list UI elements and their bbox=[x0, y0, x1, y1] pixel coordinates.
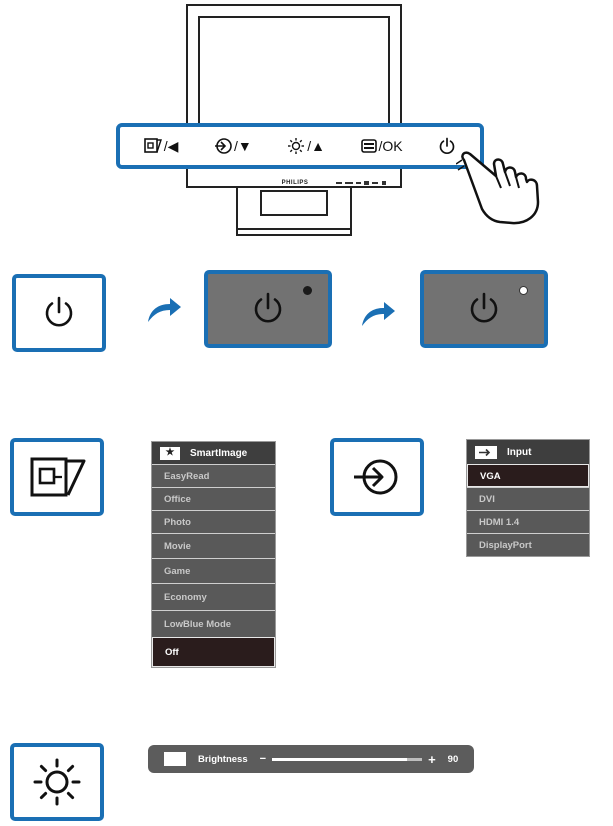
power-icon bbox=[45, 296, 73, 327]
monitor-button-strip: /◀ /▼ /▲ /OK bbox=[116, 123, 484, 169]
smartimage-option[interactable]: Economy bbox=[152, 583, 275, 610]
power-led-on bbox=[519, 286, 528, 295]
smartimage-menu: ★ SmartImage EasyRead Office Photo Movie… bbox=[151, 441, 276, 668]
smartimage-left-button[interactable]: /◀ bbox=[143, 134, 179, 158]
smartimage-key-box[interactable] bbox=[10, 438, 104, 516]
brightness-key-box[interactable] bbox=[10, 743, 104, 821]
screen-led-off bbox=[204, 270, 332, 348]
smartimage-option[interactable]: Office bbox=[152, 487, 275, 510]
menu-ok-button[interactable]: /OK bbox=[360, 134, 403, 158]
brightness-label: Brightness bbox=[198, 753, 248, 765]
input-option-selected[interactable]: VGA bbox=[467, 464, 589, 487]
smartimage-menu-header: ★ SmartImage bbox=[152, 442, 275, 464]
menu-icon bbox=[360, 139, 377, 153]
smartimage-button-symbol: /◀ bbox=[163, 137, 179, 154]
brightness-plus-button[interactable]: + bbox=[428, 751, 436, 767]
brightness-up-button[interactable]: /▲ bbox=[287, 134, 325, 158]
smartimage-option-selected[interactable]: Off bbox=[152, 637, 275, 667]
smartimage-menu-title: SmartImage bbox=[190, 447, 248, 459]
input-menu: Input VGA DVI HDMI 1.4 DisplayPort bbox=[466, 439, 590, 557]
power-key-box[interactable] bbox=[12, 274, 106, 352]
brightness-osd-bar: Brightness − + 90 bbox=[148, 745, 474, 773]
input-key-box[interactable] bbox=[330, 438, 424, 516]
brightness-minus-button[interactable]: − bbox=[259, 753, 267, 765]
monitor-brand: PHILIPS bbox=[281, 180, 309, 186]
brightness-slider[interactable] bbox=[272, 757, 423, 761]
power-icon bbox=[439, 137, 455, 155]
input-option[interactable]: DVI bbox=[467, 487, 589, 510]
input-icon bbox=[214, 138, 232, 154]
power-button[interactable] bbox=[438, 134, 456, 158]
input-down-button[interactable]: /▼ bbox=[214, 134, 252, 158]
smartimage-option[interactable]: Photo bbox=[152, 510, 275, 533]
smartimage-icon bbox=[30, 457, 86, 497]
smartimage-option[interactable]: Game bbox=[152, 558, 275, 583]
smartimage-option[interactable]: Movie bbox=[152, 533, 275, 558]
curved-arrow-icon bbox=[148, 298, 181, 322]
screen-led-on bbox=[420, 270, 548, 348]
power-icon bbox=[470, 292, 498, 323]
brightness-icon bbox=[33, 758, 81, 806]
star-icon: ★ bbox=[160, 446, 180, 460]
power-led-off bbox=[303, 286, 312, 295]
brightness-value: 90 bbox=[447, 753, 459, 765]
smartimage-option[interactable]: LowBlue Mode bbox=[152, 610, 275, 637]
input-source-icon bbox=[475, 445, 497, 459]
brightness-osd-icon bbox=[164, 752, 186, 766]
input-option[interactable]: DisplayPort bbox=[467, 533, 589, 556]
power-icon bbox=[254, 292, 282, 323]
input-menu-title: Input bbox=[507, 446, 532, 458]
smartimage-option[interactable]: EasyRead bbox=[152, 464, 275, 487]
curved-arrow-icon bbox=[362, 302, 395, 326]
input-icon bbox=[354, 459, 398, 495]
monitor-stand-base bbox=[236, 228, 352, 236]
brightness-slider-fill bbox=[272, 757, 408, 761]
brightness-icon bbox=[288, 138, 305, 154]
hand-pointer-icon bbox=[456, 151, 540, 225]
smartimage-icon bbox=[143, 138, 162, 153]
menu-button-symbol: /OK bbox=[378, 138, 403, 154]
brightness-button-symbol: /▲ bbox=[307, 138, 325, 154]
input-option[interactable]: HDMI 1.4 bbox=[467, 510, 589, 533]
input-button-symbol: /▼ bbox=[233, 138, 252, 154]
input-menu-header: Input bbox=[467, 440, 589, 464]
port-marks bbox=[336, 181, 386, 185]
monitor-stand-cutout bbox=[260, 190, 328, 216]
